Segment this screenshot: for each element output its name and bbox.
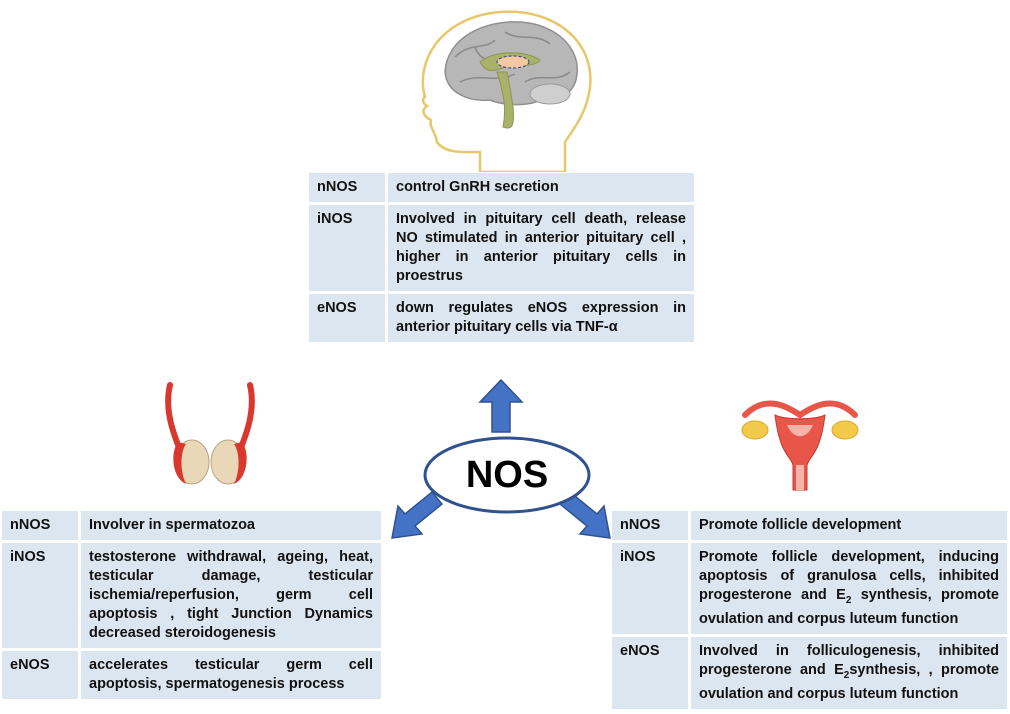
subscript: 2: [845, 594, 852, 606]
row-key: nNOS: [309, 173, 388, 202]
uterus-illustration: [741, 400, 859, 491]
row-text: Promote follicle development: [691, 511, 1007, 540]
row-key: iNOS: [2, 543, 81, 648]
row-text: down regulates eNOS expression in anteri…: [388, 294, 694, 342]
testes-illustration: [165, 382, 255, 485]
row-key: nNOS: [2, 511, 81, 540]
row-text-part: Promote follicle development, inducing a…: [699, 549, 999, 603]
nos-center-label: NOS: [465, 453, 549, 496]
row-text: testosterone withdrawal, ageing, heat, t…: [81, 543, 381, 648]
table-row: iNOS Involved in pituitary cell death, r…: [309, 205, 694, 291]
row-text: Involver in spermatozoa: [81, 511, 381, 540]
subscript: 2: [843, 669, 850, 681]
row-text: Involved in folliculogenesis, inhibited …: [691, 636, 1007, 709]
row-text: Promote follicle development, inducing a…: [691, 543, 1007, 634]
row-key: eNOS: [2, 651, 81, 699]
row-text-part: synthesis, promote ovulation and corpus …: [699, 587, 999, 627]
row-key: eNOS: [612, 636, 691, 709]
female-nos-table: nNOS Promote follicle development iNOS P…: [612, 508, 1007, 712]
row-text: Involved in pituitary cell death, releas…: [388, 205, 694, 291]
table-row: eNOS accelerates testicular germ cell ap…: [2, 651, 381, 699]
row-text: control GnRH secretion: [388, 173, 694, 202]
row-key: iNOS: [612, 543, 691, 634]
row-text-part: Involved in folliculogenesis, inhibited …: [699, 642, 999, 678]
table-row: nNOS control GnRH secretion: [309, 173, 694, 202]
row-key: nNOS: [612, 511, 691, 540]
arrow-up-icon: [478, 378, 524, 433]
male-nos-table: nNOS Involver in spermatozoa iNOS testos…: [2, 508, 381, 702]
row-key: eNOS: [309, 294, 388, 342]
table-row: nNOS Involver in spermatozoa: [2, 511, 381, 540]
table-row: iNOS testosterone withdrawal, ageing, he…: [2, 543, 381, 648]
row-key: iNOS: [309, 205, 388, 291]
row-text-part: synthesis, , promote ovulation and corpu…: [699, 661, 999, 702]
table-row: iNOS Promote follicle development, induc…: [612, 543, 1007, 634]
table-row: eNOS down regulates eNOS expression in a…: [309, 294, 694, 342]
brain-head-illustration: [421, 10, 592, 172]
brain-nos-table: nNOS control GnRH secretion iNOS Involve…: [309, 170, 694, 345]
row-text: accelerates testicular germ cell apoptos…: [81, 651, 381, 699]
arrow-down-left-icon: [391, 490, 444, 539]
nos-ellipse: [423, 436, 591, 514]
table-row: nNOS Promote follicle development: [612, 511, 1007, 540]
table-row: eNOS Involved in folliculogenesis, inhib…: [612, 636, 1007, 709]
